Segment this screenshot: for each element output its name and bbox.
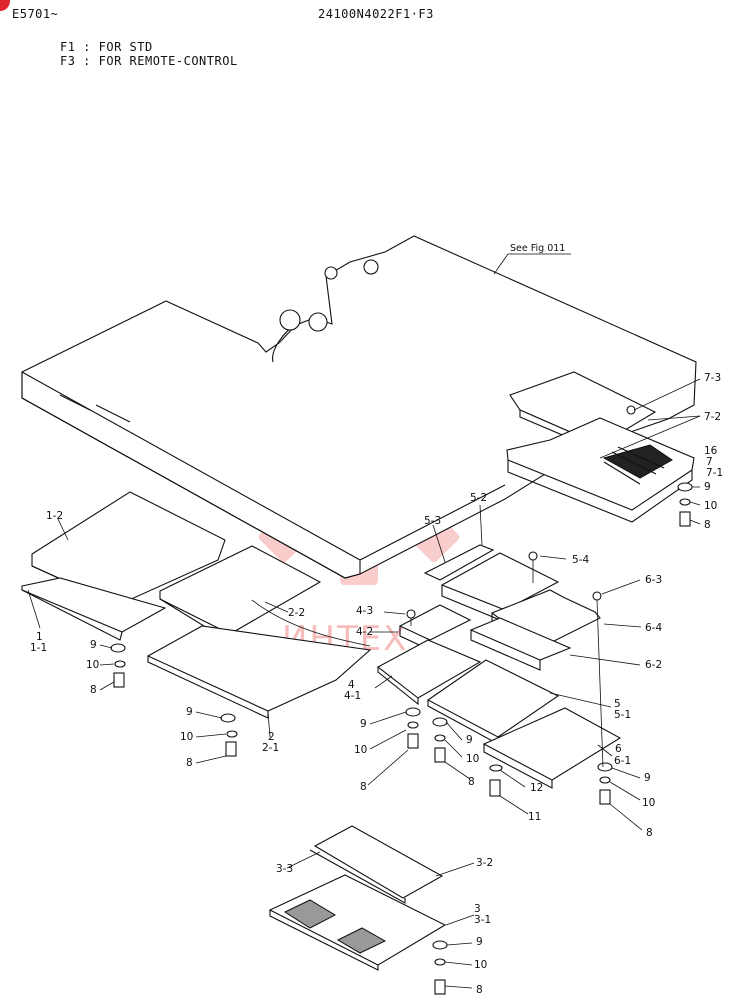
component-7-assembly xyxy=(506,371,695,523)
callout-10: 10 xyxy=(354,744,367,756)
callout-8: 8 xyxy=(186,757,193,769)
fastener-stack-d xyxy=(432,717,448,763)
callout-12: 12 xyxy=(530,782,543,794)
callout-6: 6 xyxy=(615,743,622,755)
component-2-assembly xyxy=(146,545,372,719)
callout-8: 8 xyxy=(704,519,711,531)
callout-5: 5 xyxy=(614,698,621,710)
callout-2: 2 xyxy=(268,731,275,743)
component-5-top-blocks xyxy=(398,544,601,671)
component-6-plate xyxy=(482,707,622,789)
callout-2-2: 2-2 xyxy=(288,607,305,619)
callout-3-1: 3-1 xyxy=(474,914,491,926)
callout-6-2: 6-2 xyxy=(645,659,662,671)
callout-4-3: 4-3 xyxy=(356,605,373,617)
callout-9: 9 xyxy=(90,639,97,651)
callout-10: 10 xyxy=(642,797,655,809)
callout-8: 8 xyxy=(646,827,653,839)
callout-8: 8 xyxy=(360,781,367,793)
fastener-stack-g xyxy=(677,482,693,527)
fastener-stack-a xyxy=(110,643,126,688)
callout-1-1: 1-1 xyxy=(30,642,47,654)
leader-lines xyxy=(27,378,701,989)
callout-7-1: 7-1 xyxy=(706,467,723,479)
callout-10: 10 xyxy=(704,500,717,512)
callout-3: 3 xyxy=(474,903,481,915)
callout-9: 9 xyxy=(476,936,483,948)
callout-10: 10 xyxy=(86,659,99,671)
fastener-stack-c xyxy=(405,707,421,749)
see-fig-leader xyxy=(493,253,571,275)
callout-3-3: 3-3 xyxy=(276,863,293,875)
callout-7-2: 7-2 xyxy=(704,411,721,423)
callout-3-2: 3-2 xyxy=(476,857,493,869)
callout-16: 16 xyxy=(704,445,718,457)
callout-9: 9 xyxy=(466,734,473,746)
callout-1-2: 1-2 xyxy=(46,510,63,522)
callout-4-2: 4-2 xyxy=(356,626,373,638)
note-f1: F1 : FOR STD xyxy=(60,40,153,54)
callout-4: 4 xyxy=(348,679,355,691)
fastener-stack-e xyxy=(489,764,503,797)
callout-5-1: 5-1 xyxy=(614,709,631,721)
callout-5-4: 5-4 xyxy=(572,554,589,566)
callout-9: 9 xyxy=(704,481,711,493)
callout-11: 11 xyxy=(528,811,541,823)
callout-6-3: 6-3 xyxy=(645,574,662,586)
callout-9: 9 xyxy=(360,718,367,730)
washer-6-3 xyxy=(592,591,602,601)
fastener-stack-f xyxy=(597,762,613,805)
callout-10: 10 xyxy=(180,731,193,743)
callout-5-3: 5-3 xyxy=(424,515,441,527)
callout-7: 7 xyxy=(706,456,713,468)
washer-5-4 xyxy=(528,551,538,561)
fastener-stack-h xyxy=(432,940,448,995)
callout-4-1: 4-1 xyxy=(344,690,361,702)
component-1-assembly xyxy=(21,491,226,641)
callout-labels: 1-2 1 1-1 2-2 2 2-1 3-3 3-2 3 3-1 4-3 4-… xyxy=(30,372,723,996)
callout-2-1: 2-1 xyxy=(262,742,279,754)
washer-4-3 xyxy=(406,609,416,619)
component-4-plate xyxy=(376,639,482,706)
callout-5-2: 5-2 xyxy=(470,492,487,504)
callout-7-3: 7-3 xyxy=(704,372,721,384)
corner-badge-icon xyxy=(0,0,10,11)
see-fig-reference: See Fig 011 xyxy=(510,243,565,254)
callout-6-4: 6-4 xyxy=(645,622,662,634)
part-code-title: 24100N4022F1·F3 xyxy=(318,7,434,21)
callout-8: 8 xyxy=(90,684,97,696)
callout-6-1: 6-1 xyxy=(614,755,631,767)
callout-8: 8 xyxy=(468,776,475,788)
callout-10: 10 xyxy=(466,753,479,765)
callout-1: 1 xyxy=(36,631,43,643)
fastener-stack-b xyxy=(220,713,238,757)
callout-10: 10 xyxy=(474,959,487,971)
note-f3: F3 : FOR REMOTE-CONTROL xyxy=(60,54,238,68)
component-3-assembly xyxy=(268,825,447,971)
serial-range-label: E5701~ xyxy=(12,7,59,21)
main-frame-plate xyxy=(21,235,697,579)
callout-8: 8 xyxy=(476,984,483,996)
callout-9: 9 xyxy=(644,772,651,784)
callout-9: 9 xyxy=(186,706,193,718)
